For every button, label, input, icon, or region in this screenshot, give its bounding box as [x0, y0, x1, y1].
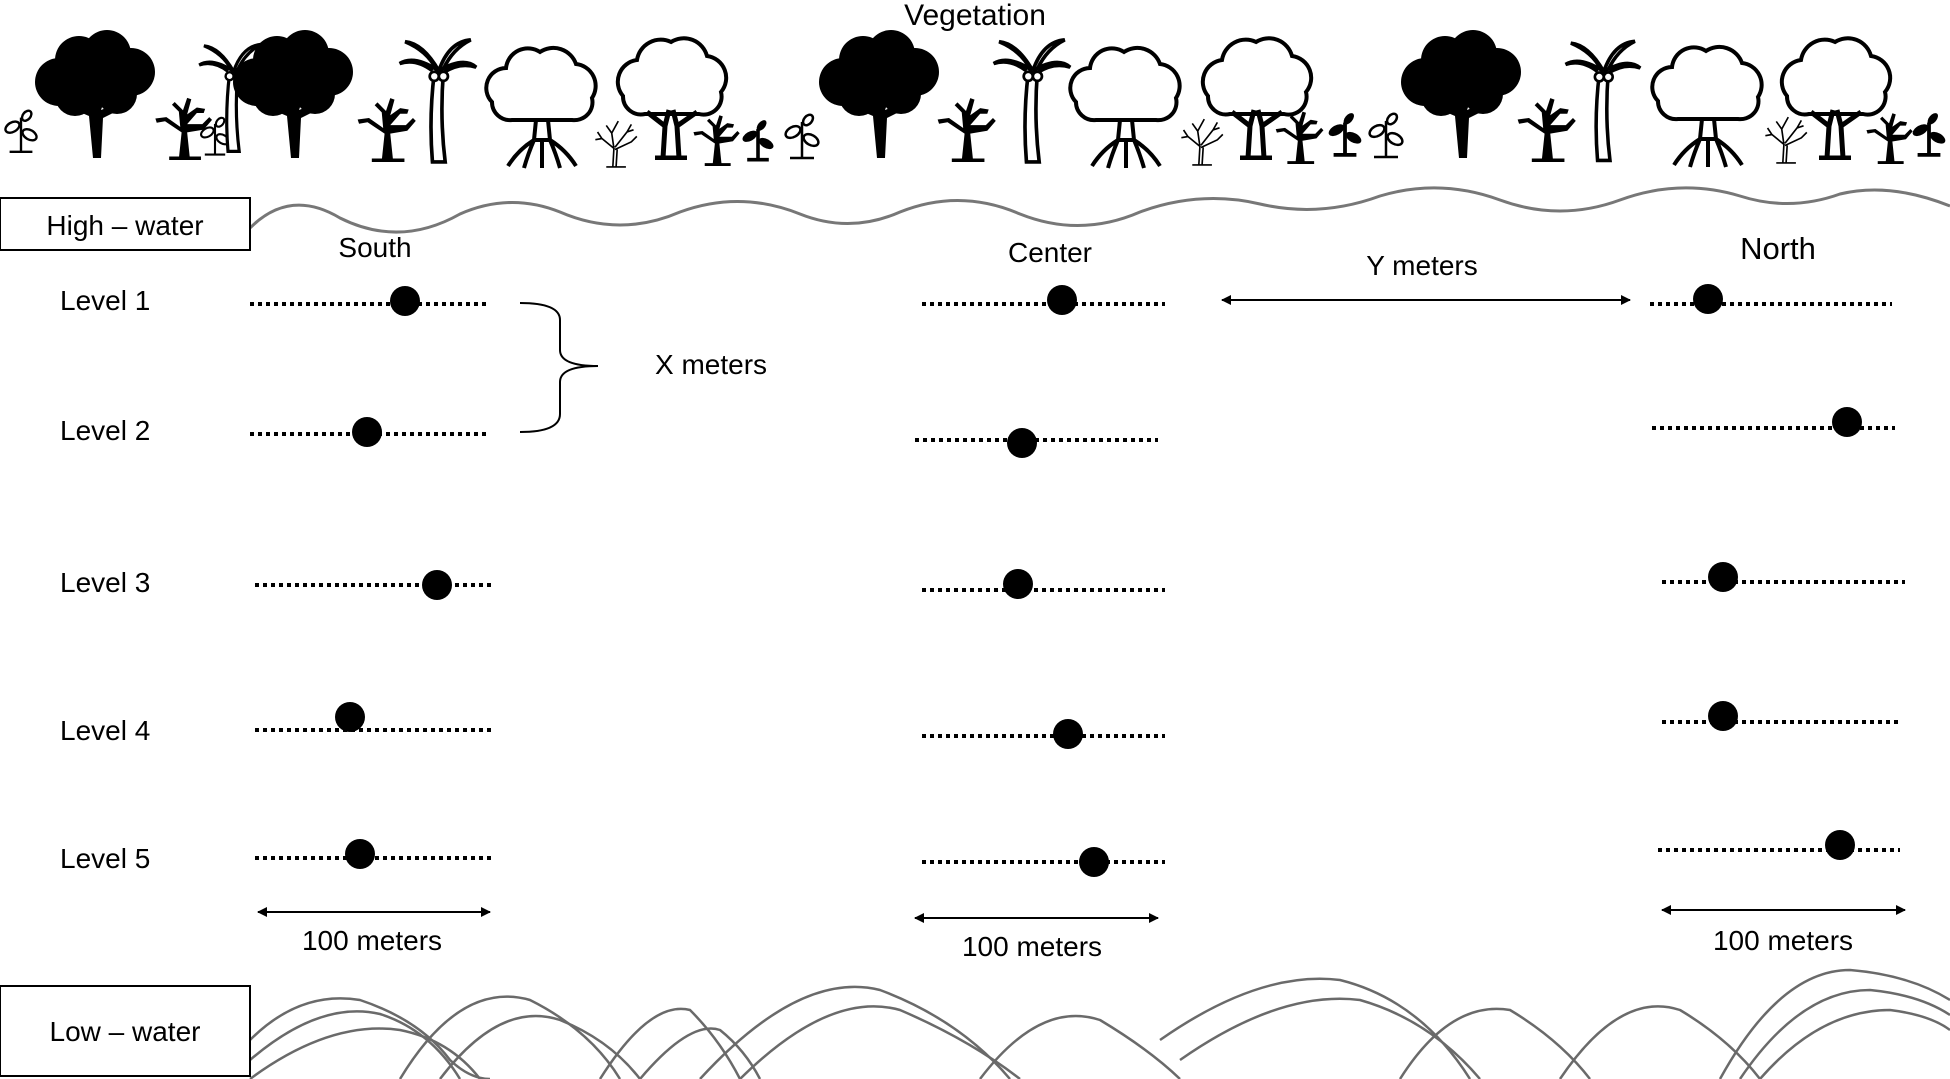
- seedling-icon: [2, 107, 40, 154]
- high-water-box: High – water: [0, 197, 251, 251]
- x-meters-label: X meters: [655, 349, 767, 380]
- south-distance-label: 100 meters: [302, 925, 442, 956]
- seedling-icon: [740, 116, 776, 162]
- sample-point: [1053, 719, 1083, 749]
- bare-tree-icon: [938, 98, 996, 160]
- south-scale-arrow: 100 meters: [257, 907, 491, 956]
- sample-point: [1007, 428, 1037, 458]
- palm-tree-icon: [1563, 39, 1642, 163]
- sample-point: [1708, 701, 1738, 731]
- north-transects: [1650, 284, 1905, 860]
- sample-point: [1693, 284, 1723, 314]
- level-label-3: Level 3: [60, 567, 150, 598]
- site-label-south: South: [338, 232, 411, 263]
- low-water-label: Low – water: [50, 1016, 201, 1047]
- center-transects: [915, 285, 1165, 877]
- sample-point: [352, 417, 382, 447]
- sample-point: [1708, 562, 1738, 592]
- low-water-waves: [249, 968, 1950, 1079]
- site-label-center: Center: [1008, 237, 1092, 268]
- sample-point: [1832, 407, 1862, 437]
- low-water-box: Low – water: [0, 985, 251, 1077]
- sample-point: [390, 286, 420, 316]
- tree-icon: [819, 30, 939, 158]
- tree-icon: [1401, 30, 1521, 158]
- level-label-1: Level 1: [60, 285, 150, 316]
- north-distance-label: 100 meters: [1713, 925, 1853, 956]
- level-label-5: Level 5: [60, 843, 150, 874]
- bare-tree-icon: [691, 113, 742, 166]
- sample-point: [345, 839, 375, 869]
- x-meters-brace: X meters: [519, 302, 767, 433]
- bare-tree-icon: [1764, 116, 1808, 164]
- sample-point: [422, 570, 452, 600]
- tree-icon: [1203, 38, 1311, 158]
- y-meters-label: Y meters: [1366, 250, 1478, 281]
- bare-tree-icon: [1518, 98, 1576, 160]
- mangrove-tree-icon: [1070, 48, 1179, 168]
- bare-tree-icon: [594, 120, 638, 168]
- vegetation-band: [2, 30, 1948, 168]
- sample-point: [1825, 830, 1855, 860]
- sample-point: [1047, 285, 1077, 315]
- center-scale-arrow: 100 meters: [914, 913, 1159, 962]
- bare-tree-icon: [155, 98, 212, 159]
- mangrove-tree-icon: [1652, 47, 1761, 167]
- bare-tree-icon: [1273, 109, 1326, 164]
- level-label-2: Level 2: [60, 415, 150, 446]
- palm-tree-icon: [991, 38, 1072, 164]
- seedling-icon: [1326, 109, 1364, 157]
- seedling-icon: [1366, 110, 1406, 159]
- level-label-4: Level 4: [60, 715, 150, 746]
- sample-point: [335, 702, 365, 732]
- bare-tree-icon: [1864, 111, 1915, 164]
- mangrove-tree-icon: [486, 48, 595, 168]
- diagram-title: Vegetation: [904, 0, 1046, 32]
- high-water-line: [248, 186, 1950, 234]
- bare-tree-icon: [358, 98, 416, 160]
- sample-point: [1003, 569, 1033, 599]
- site-label-north: North: [1740, 231, 1816, 266]
- bare-tree-icon: [1180, 118, 1224, 166]
- y-meters-arrow: Y meters: [1221, 250, 1631, 305]
- north-scale-arrow: 100 meters: [1661, 905, 1906, 956]
- sample-point: [1079, 847, 1109, 877]
- seedling-icon: [782, 111, 822, 160]
- palm-tree-icon: [397, 38, 478, 164]
- center-distance-label: 100 meters: [962, 931, 1102, 962]
- high-water-label: High – water: [46, 210, 203, 241]
- south-transects: [250, 286, 495, 869]
- tree-icon: [35, 30, 155, 158]
- seedling-icon: [1910, 109, 1948, 157]
